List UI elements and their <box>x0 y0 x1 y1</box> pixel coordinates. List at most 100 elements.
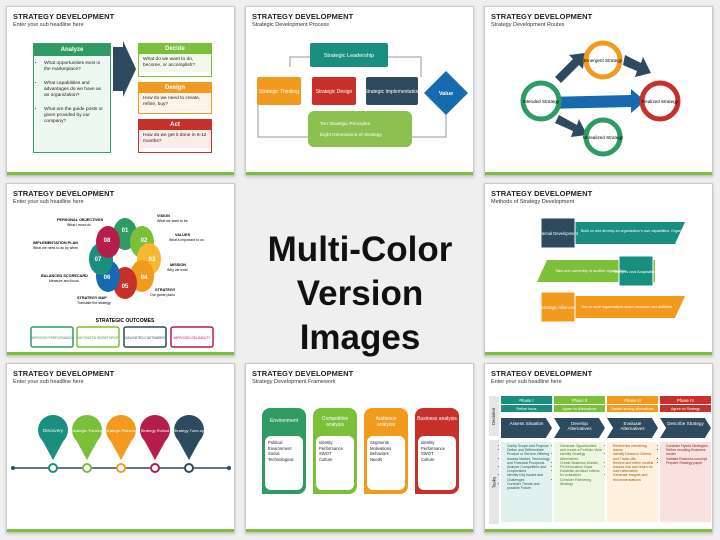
slide-subtitle: Enter your sub headline here <box>13 22 84 28</box>
method-band <box>541 222 685 244</box>
framework-card: Business analysis Identity Performance S… <box>415 408 459 494</box>
task-item: Assess risk and return for each alternat… <box>613 465 656 473</box>
framework-card: Competitive analysis Identity Performanc… <box>313 408 357 494</box>
slide-thumbnail-1[interactable]: STRATEGY DEVELOPMENT Enter your sub head… <box>6 6 235 176</box>
card-list: Segments Motivations Behaviors Needs <box>367 436 405 490</box>
card-item: Needs <box>370 456 383 462</box>
card-item: Behaviors <box>370 451 389 456</box>
phase-step: Assess Situation <box>501 418 552 438</box>
slide-thumbnail-8[interactable]: STRATEGY DEVELOPMENT Enter your sub head… <box>484 363 713 533</box>
slide-title: STRATEGY DEVELOPMENT <box>13 189 115 198</box>
strategic-thinking-label: Strategic Thinking <box>259 89 299 95</box>
phase-name: Phase IV <box>660 396 711 404</box>
pin-label: Discovery <box>43 428 64 433</box>
phase-tasks: Generate Opportunities and create a Port… <box>554 442 605 522</box>
pin-label: Strategic Planning <box>105 428 137 433</box>
emergent-strategy-circle <box>583 40 623 80</box>
slide-title: STRATEGY DEVELOPMENT <box>491 369 593 378</box>
right-arrow-icon <box>113 41 136 97</box>
outcome-box <box>30 326 74 348</box>
petal-label-heading: IMPLEMENTATION PLAN <box>33 241 78 245</box>
outcome-label: DELIGHTED CUSTOMERS <box>125 336 164 340</box>
strategic-design-box <box>312 77 356 105</box>
act-text: How do we get it done in 6-12 months? <box>139 130 211 148</box>
task-item: Consider Trends and possible Future <box>507 482 550 490</box>
slide-footer-bar <box>485 172 712 175</box>
card-item: Culture <box>421 456 435 462</box>
card-item: SWOT <box>421 451 434 456</box>
task-item: Define and Differentiate Product or Serv… <box>507 448 550 456</box>
task-item: Refine resulting Business model <box>666 448 709 456</box>
petal-label-text: Translate the strategy <box>77 301 111 305</box>
side-label-decision: Decision <box>489 396 499 436</box>
principles-box <box>308 111 412 147</box>
task-item: Review the remaining issues <box>613 444 656 452</box>
card-list: Identity Performance SWOT Culture <box>316 436 354 490</box>
arrow-icon <box>623 55 651 77</box>
strategic-leadership-label: Strategic Leadership <box>324 53 374 59</box>
intended-strategy-label: Intended Strategy <box>523 99 560 104</box>
phase-tasks: Clarify Scope and Purpose Define and Dif… <box>501 442 552 522</box>
slide-thumbnail-2[interactable]: STRATEGY DEVELOPMENT Strategic Developme… <box>245 6 474 176</box>
routes-diagram: Emergent Strategy Intended Strategy Real… <box>520 40 681 157</box>
design-header: Design <box>139 83 211 93</box>
card-item: Performance <box>319 445 343 451</box>
slide-thumbnail-7[interactable]: STRATEGY DEVELOPMENT Strategy Developmen… <box>245 363 474 533</box>
slide-subtitle: Strategic Development Process <box>252 22 330 28</box>
phase-tasks: Review the remaining issues Identify Dec… <box>607 442 658 522</box>
slide-title: STRATEGY DEVELOPMENT <box>491 189 593 198</box>
method-label-box <box>540 291 576 323</box>
strategic-design-label: Strategic Design <box>316 89 353 95</box>
card-item: Culture <box>319 456 333 462</box>
petal <box>96 226 120 258</box>
intended-strategy-circle <box>520 80 562 122</box>
card-item: Performance <box>421 445 445 451</box>
task-item: Generate Insights and recommendations <box>613 473 656 481</box>
slide-thumbnail-4[interactable]: STRATEGY DEVELOPMENT Enter your sub head… <box>6 183 235 356</box>
card-item: Technological <box>268 456 294 462</box>
petal-label-heading: VALUES <box>175 233 191 237</box>
framework-card: Environment Political Environment Social… <box>262 408 306 494</box>
task-item: Establish decision criteria for evaluati… <box>560 469 603 477</box>
card-head: Audience analysis <box>375 416 397 428</box>
method-label: Strategic Alliances <box>541 305 575 310</box>
petal-label-heading: BALANCED SCORECARD <box>41 274 88 278</box>
task-item: Validate Business concept <box>666 457 709 461</box>
slide-footer-bar <box>7 172 234 175</box>
method-text: Build on and develop an organization's o… <box>581 229 705 233</box>
slide-footer-bar <box>485 529 712 532</box>
strategic-thinking-box <box>257 77 301 105</box>
pin: Discovery <box>38 415 68 473</box>
phase-sub: Agree on Strategy <box>660 405 711 412</box>
phase-name: Phase II <box>554 396 605 404</box>
strategic-implementation-box <box>366 77 418 105</box>
outcome-label: IMPROVED RELIABILITY <box>174 336 212 340</box>
slide-thumbnail-5[interactable]: STRATEGY DEVELOPMENT Methods of Strategy… <box>484 183 713 356</box>
pin: Strategic Thinking <box>71 415 103 473</box>
card-head: Competitive analysis <box>321 416 349 428</box>
center-heading-line1: Multi-Color <box>267 230 453 269</box>
task-item: Analyze Competitors and Cooperators <box>507 465 550 473</box>
slide-subtitle: Strategy Development Framework <box>252 379 336 385</box>
slide-thumbnail-3[interactable]: STRATEGY DEVELOPMENT Strategy Developmen… <box>484 6 713 176</box>
slide-subtitle: Enter your sub headline here <box>13 379 84 385</box>
value-label: Value <box>439 91 453 97</box>
realized-strategy-circle <box>639 80 681 122</box>
side-label-tasks: Tasks <box>489 440 499 524</box>
pins-timeline: Discovery Strategic Thinking Strategic P… <box>11 415 231 473</box>
slide-footer-bar <box>246 172 473 175</box>
pin-label: Strategy Tune-up <box>174 428 205 433</box>
slide-subtitle: Enter your sub headline here <box>491 379 562 385</box>
petal-label-heading: STRATEGY <box>155 288 176 292</box>
phase-sub: Decide among alternatives <box>607 405 658 412</box>
slide-thumbnail-6[interactable]: STRATEGY DEVELOPMENT Enter your sub head… <box>6 363 235 533</box>
outcomes-title: STRATEGIC OUTCOMES <box>96 318 155 324</box>
analyze-bullet: What are the guide posts or given provid… <box>44 107 106 125</box>
method-label-box <box>618 255 654 287</box>
outcome-label: MOTIVATED WORKFORCE <box>78 336 118 340</box>
pin-label: Strategy Rollout <box>141 428 170 433</box>
slide-title: STRATEGY DEVELOPMENT <box>13 369 115 378</box>
petal-label-text: Measure and focus <box>49 279 79 283</box>
petal-diagram: 01 02 03 04 05 06 07 08 VISION What we w… <box>30 214 214 348</box>
phase-step: Develop Alternatives <box>554 418 605 438</box>
